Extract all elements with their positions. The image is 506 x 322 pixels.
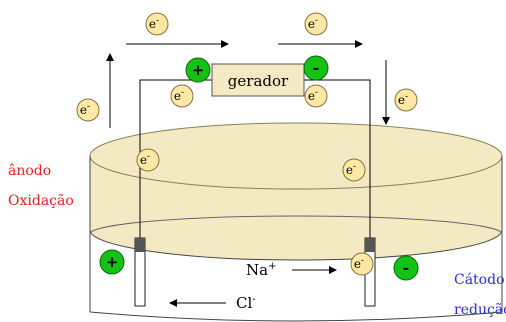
electrolyte-bottom-edge [89, 229, 503, 261]
svg-text:+: + [106, 253, 119, 271]
generator-box [211, 63, 305, 97]
electron: e- [350, 252, 374, 276]
svg-text:e-: e- [140, 152, 150, 167]
svg-text:e-: e- [308, 88, 318, 103]
cathode-electrode-shade [365, 238, 375, 252]
electron: e- [145, 12, 169, 36]
cathode-process-label: redução [454, 302, 506, 318]
cell-bottom [89, 311, 503, 322]
svg-text:+: + [192, 61, 205, 79]
electron: e- [342, 158, 366, 182]
electron: e- [136, 148, 160, 172]
svg-text:e-: e- [354, 256, 364, 271]
svg-text:e-: e- [174, 88, 184, 103]
electron: e- [76, 98, 100, 122]
electron: e- [394, 88, 418, 112]
anode-electrode-shade [135, 238, 145, 252]
svg-text:-: - [403, 258, 410, 277]
wire-anode [139, 79, 212, 240]
cathode-label: Cátodo [454, 272, 505, 288]
chloride-ion-label: Cl- [236, 294, 256, 312]
cell-rim-back [89, 215, 503, 235]
generator-label: gerador [228, 72, 289, 90]
svg-text:e-: e- [308, 16, 318, 31]
anode-positive-charge: + [99, 249, 125, 275]
anode-process-label: Oxidação [8, 193, 74, 209]
svg-text:e-: e- [398, 92, 408, 107]
electron: e- [170, 84, 194, 108]
svg-text:e-: e- [346, 162, 356, 177]
electron: e- [304, 84, 328, 108]
electron: e- [304, 12, 328, 36]
sodium-ion-label: Na+ [246, 261, 276, 279]
generator-negative-terminal: - [303, 55, 329, 81]
generator-positive-terminal: + [185, 57, 211, 83]
wire-cathode [304, 79, 371, 240]
cathode-negative-charge: - [393, 255, 419, 281]
generator: gerador [211, 63, 305, 97]
svg-text:e-: e- [149, 16, 159, 31]
anode-label: ânodo [8, 163, 51, 179]
svg-text:-: - [313, 58, 320, 77]
svg-text:e-: e- [80, 102, 90, 117]
